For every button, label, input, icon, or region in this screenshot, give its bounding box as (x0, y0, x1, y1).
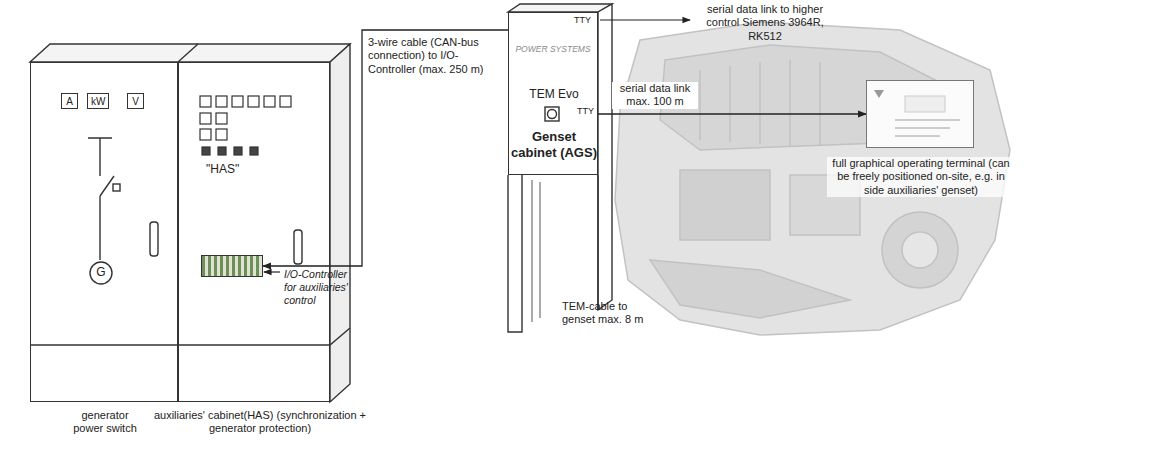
terminal-screen (866, 80, 974, 148)
genset-cabinet-body (548, 110, 557, 119)
connector-label: serial data link max. 100 m (612, 82, 698, 109)
indicator-lamps (216, 96, 227, 107)
indicator-lamps (202, 147, 210, 155)
switch-cabinets (294, 230, 302, 264)
meter-label: kW (91, 96, 105, 107)
switch-cabinets (88, 138, 114, 260)
node-text: full graphical operating terminal (can b… (827, 157, 1015, 197)
node-text: "HAS" (206, 162, 266, 177)
cabinet-panel: "HAS"auxiliaries' cabinet(HAS) (synchron… (178, 62, 330, 402)
circle-outline (90, 262, 112, 284)
genset-cabinet-body (545, 107, 559, 121)
engine-illustration (680, 170, 770, 240)
higher-control-arrow (600, 19, 690, 20)
indicator-lamps (280, 96, 291, 107)
terminal-screen (874, 90, 884, 98)
engine-illustration (902, 232, 938, 268)
indicator-lamps (250, 147, 258, 155)
indicator-lamps (234, 147, 242, 155)
genset-cabinet-body (532, 180, 540, 322)
leader-arrow (264, 271, 280, 272)
generator-symbol: G (89, 261, 113, 285)
indicator-lamps (218, 147, 226, 155)
engine-illustration (650, 260, 850, 318)
symbol-letter: G (96, 266, 105, 279)
operating-terminal: full graphical operating terminal (can b… (866, 80, 974, 148)
genset-cabinet-body (508, 4, 612, 332)
cable-connector (263, 30, 508, 266)
switch-cabinets (113, 184, 120, 191)
link-note: serial data link to higher control Sieme… (695, 3, 835, 43)
indicator-lamps (200, 129, 211, 140)
indicator-lamps (216, 113, 227, 124)
indicator-lamps (200, 113, 211, 124)
switch-cabinets (150, 222, 158, 256)
terminal-screen (905, 96, 945, 112)
meter-box: kW (87, 93, 109, 109)
indicator-lamps (264, 96, 275, 107)
switch-cabinets (30, 44, 350, 402)
cable-connector (598, 113, 866, 114)
io-controller: I/O-Controller for auxiliaries' control (201, 255, 263, 277)
node-text: TEM Evo (509, 87, 599, 102)
meter-box: A (61, 93, 78, 109)
engine-illustration (882, 212, 958, 288)
node-text: generator power switch (65, 409, 145, 436)
switch-cabinets (178, 44, 198, 62)
higher-control-arrow (600, 20, 690, 21)
node-text: Genset cabinet (AGS) (511, 129, 597, 161)
leader-arrow (264, 272, 280, 273)
indicator-lamps (248, 96, 259, 107)
meter-label: A (66, 96, 73, 107)
switch-cabinets (30, 44, 350, 62)
indicator-lamps (232, 96, 243, 107)
meter-box: V (127, 93, 144, 109)
port-name: TTY (574, 15, 598, 26)
cabinet-panel: generator power switchAkWVG (30, 62, 178, 402)
brand-text: POWER SYSTEMS (512, 44, 594, 54)
port-name: TTY (577, 106, 599, 117)
genset-cabinet-body (598, 4, 612, 310)
indicator-lamps (200, 96, 211, 107)
terminal-screen (895, 120, 960, 136)
connector-label: 3-wire cable (CAN-bus connection) to I/O… (368, 36, 500, 76)
genset-cabinet: TEM EvoGenset cabinet (AGS) (508, 12, 598, 175)
meter-label: V (132, 96, 139, 107)
cable-note: TEM-cable to genset max. 8 m (562, 300, 646, 327)
terminal-screen (866, 80, 974, 148)
indicator-lamps (216, 129, 227, 140)
genset-cabinet-body (508, 4, 612, 12)
switch-cabinets (30, 328, 350, 345)
indicator-lamps (200, 96, 291, 155)
engine-illustration (700, 60, 820, 146)
node-text: auxiliaries' cabinet(HAS) (synchronizati… (147, 409, 373, 436)
node-text: I/O-Controller for auxiliaries' control (284, 268, 358, 306)
switch-cabinets (330, 44, 350, 402)
